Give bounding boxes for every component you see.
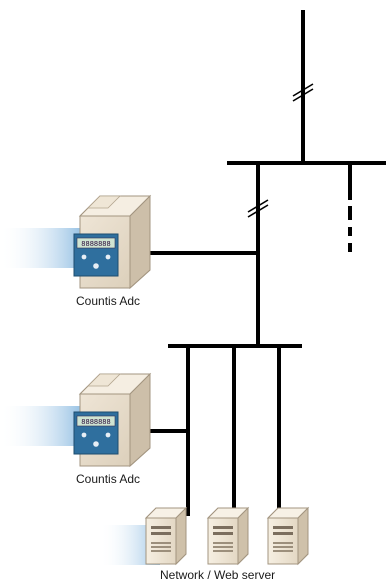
servers-group <box>100 506 310 566</box>
server-drops <box>186 346 281 516</box>
server-3 <box>266 506 310 566</box>
meter-1-label: Countis Adc <box>76 294 141 308</box>
countis-adc-meter-1: 8888888 <box>0 194 152 290</box>
countis-adc-meter-2: 8888888 <box>0 372 152 468</box>
glow-effect <box>0 228 80 268</box>
server-1 <box>144 506 188 566</box>
meter-1-display: 8888888 <box>81 241 110 249</box>
meter-2-display: 8888888 <box>81 419 110 427</box>
servers-label: Network / Web server <box>160 568 276 582</box>
meter-2-label: Countis Adc <box>76 472 141 486</box>
line-break-mark-top <box>292 83 314 102</box>
line-break-mark-middle <box>247 199 269 218</box>
glow-effect <box>0 406 80 446</box>
server-2 <box>206 506 250 566</box>
